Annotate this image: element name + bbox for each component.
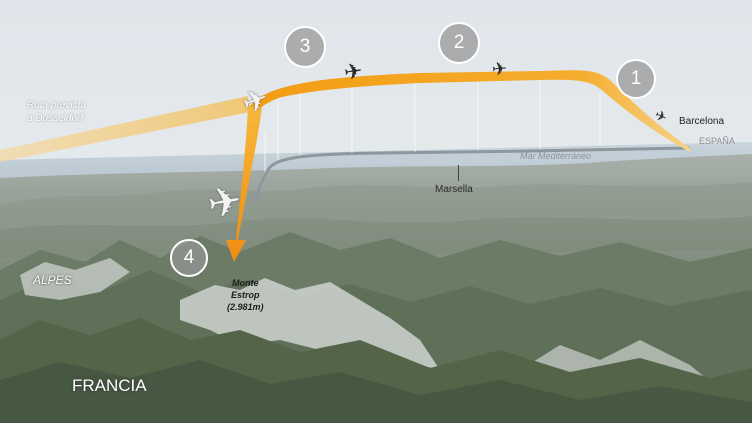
mediterranean-label: Mar Mediterráneo [520, 151, 592, 161]
alps-label: ALPES [33, 273, 72, 287]
barcelona-label: Barcelona [679, 116, 725, 127]
alps-range [0, 232, 752, 423]
marseille-label: Marsella [435, 184, 473, 195]
marseille-marker [458, 165, 459, 181]
airplane-icon: ✈ [204, 178, 246, 228]
step-marker-3: 3 [284, 26, 326, 68]
france-label: FRANCIA [72, 376, 147, 395]
ground-track [252, 146, 691, 203]
airplane-icon: ✈ [342, 57, 365, 86]
descent-path [226, 106, 262, 262]
planned-route [0, 96, 250, 162]
mountain-label: Monte Estrop (2.981m) [227, 278, 264, 312]
mediterranean-sea [300, 148, 700, 164]
step-marker-1: 1 [616, 59, 656, 99]
spain-label: ESPAÑA [699, 136, 735, 146]
planned-route-label: Ruta prevista a Dusseldorf [27, 100, 86, 124]
altitude-lines [264, 72, 601, 172]
step-marker-2: 2 [438, 22, 480, 64]
step-marker-4: 4 [170, 239, 208, 277]
airplane-icon: ✈ [491, 58, 508, 80]
